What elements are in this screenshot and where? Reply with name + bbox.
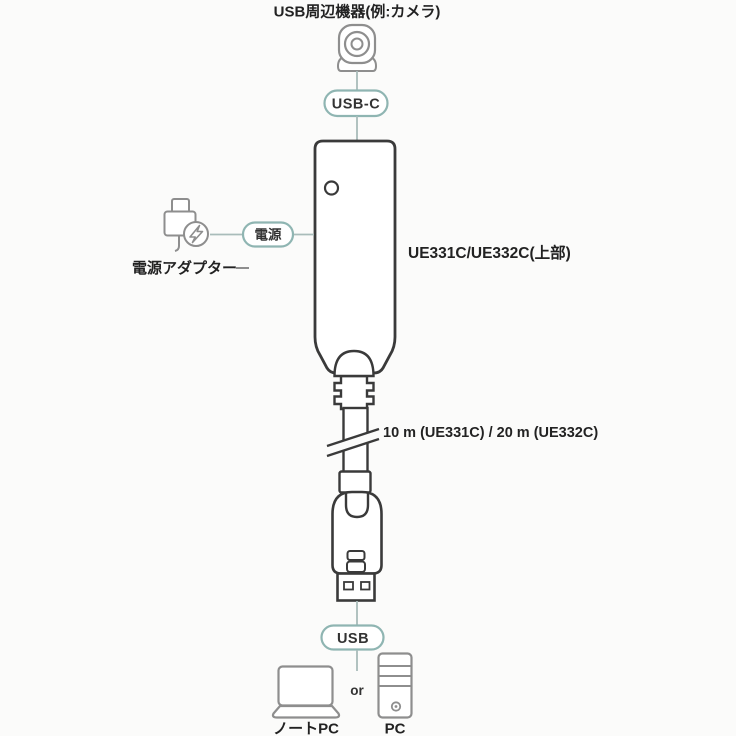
peripheral-label: USB周辺機器(例:カメラ)	[274, 3, 441, 21]
usb-port-badge: USB	[320, 624, 385, 651]
webcam-lens-inner	[350, 37, 364, 51]
cable-break-slash-2	[326, 437, 380, 458]
device-model-label: UE331C/UE332C(上部)	[408, 243, 571, 262]
device-body	[313, 139, 397, 375]
tower-power-button-dot	[394, 705, 398, 708]
laptop-icon	[271, 665, 341, 719]
desktop-tower-icon	[377, 652, 413, 719]
cable-break-slash-1	[326, 427, 380, 448]
usb-c-pill-label: USB-C	[332, 97, 380, 113]
usb-c-pill	[323, 89, 389, 118]
power-port-badge: 電源	[241, 221, 295, 248]
plug-hole-right	[360, 581, 371, 591]
power-plug-cable	[174, 236, 180, 252]
plug-latch-upper	[346, 550, 366, 561]
lightning-bolt-icon	[189, 224, 204, 244]
extender-device	[313, 139, 397, 375]
plug-boot	[338, 470, 372, 494]
cable-length-label: 10 m (UE331C) / 20 m (UE332C)	[383, 425, 598, 441]
usb-c-port-badge: USB-C	[323, 89, 389, 118]
plug-latch-lower	[346, 560, 366, 573]
tower-power-button	[390, 701, 402, 712]
cable-section: 10 m (UE331C) / 20 m (UE332C)	[326, 349, 598, 475]
laptop-label: ノートPC	[273, 721, 339, 736]
usb-pill-label: USB	[337, 631, 369, 647]
plug-hole-left	[343, 581, 354, 591]
power-pill	[241, 221, 295, 248]
laptop-base	[271, 704, 341, 719]
cable-collar	[333, 374, 375, 411]
power-section: 電源 電源アダプター	[132, 198, 314, 277]
power-pill-label: 電源	[255, 227, 282, 243]
lightning-circle	[183, 221, 209, 247]
power-adapter-label: 電源アダプター	[132, 259, 237, 277]
laptop-screen	[277, 665, 334, 707]
plug-arch	[344, 493, 370, 519]
usb-plug	[331, 470, 383, 602]
usb-pill	[320, 624, 385, 651]
device-led	[323, 180, 340, 196]
desktop-label: PC	[385, 721, 406, 736]
or-label: or	[350, 683, 364, 698]
cable-break-gap	[327, 429, 379, 456]
power-plug-lightning-icon	[163, 198, 209, 252]
webcam-icon	[336, 23, 378, 72]
strain-relief-dome	[333, 349, 375, 378]
